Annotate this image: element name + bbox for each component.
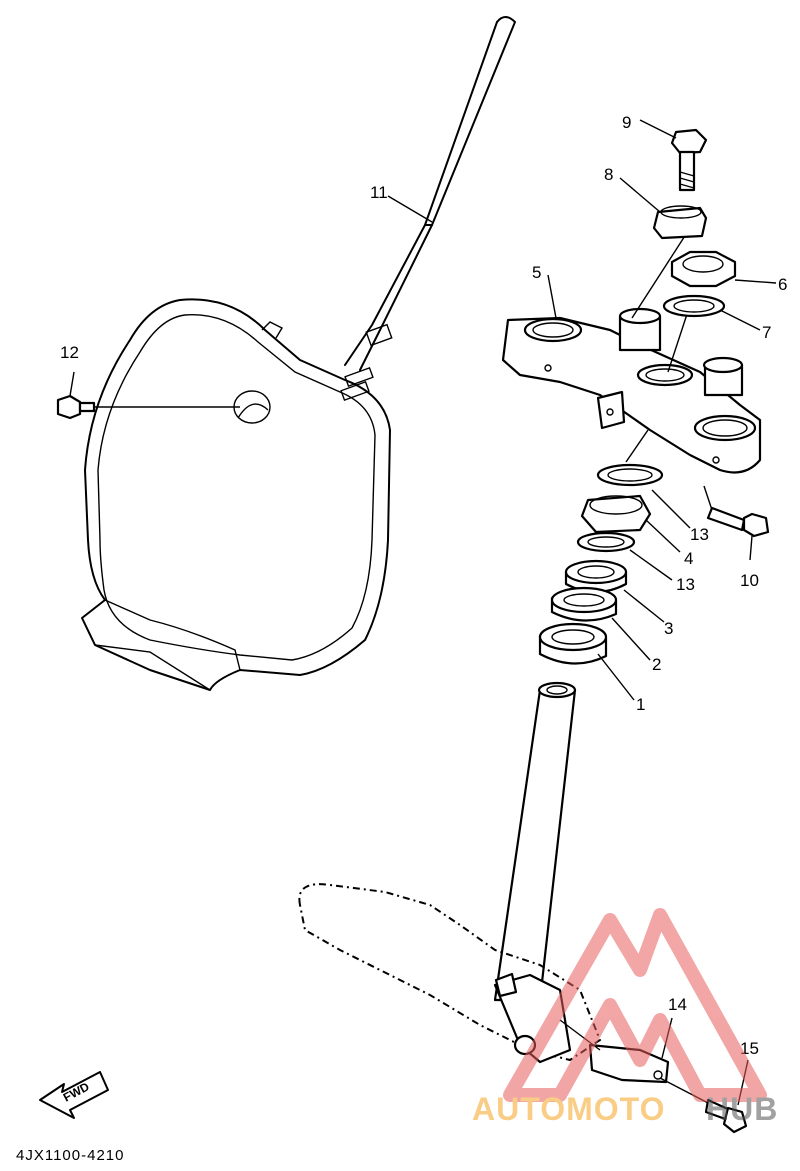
bolt-12 xyxy=(56,394,240,420)
bearing-2 xyxy=(550,586,618,622)
callout-3: 3 xyxy=(664,619,673,638)
callout-1: 1 xyxy=(636,695,645,714)
bearing-3 xyxy=(564,559,628,594)
seal-1 xyxy=(538,622,608,665)
diagram-code: 4JX1100-4210 xyxy=(16,1147,124,1164)
watermark-logo xyxy=(503,908,767,1102)
bolt-15 xyxy=(659,1077,748,1134)
callout-10: 10 xyxy=(740,571,759,590)
ring-13-upper xyxy=(596,463,664,487)
washer-7 xyxy=(662,294,726,318)
callout-12: 12 xyxy=(60,343,79,362)
axis-line-lower xyxy=(625,429,649,463)
callout-2: 2 xyxy=(652,655,661,674)
callout-9: 9 xyxy=(622,113,631,132)
bolt-10 xyxy=(703,485,770,538)
bolt-9 xyxy=(670,128,708,192)
ring-nut-4 xyxy=(580,494,652,534)
cap-8 xyxy=(652,205,708,240)
callout-14: 14 xyxy=(668,995,687,1014)
callout-4: 4 xyxy=(684,549,693,568)
watermark-text-b: HUB xyxy=(706,1091,778,1127)
leader-lines xyxy=(69,119,777,1106)
callout-5: 5 xyxy=(532,263,541,282)
nut-6 xyxy=(670,250,737,288)
watermark: AUTOMOTO HUB xyxy=(472,908,778,1127)
upper-bracket xyxy=(501,307,762,474)
callout-13-upper: 13 xyxy=(690,525,709,544)
callout-13-lower: 13 xyxy=(676,575,695,594)
lower-bracket xyxy=(298,883,602,1064)
axis-line-upper xyxy=(631,227,691,319)
callout-8: 8 xyxy=(604,165,613,184)
watermark-text-a: AUTOMOTO xyxy=(472,1091,665,1127)
fwd-arrow-icon: FWD xyxy=(39,1071,109,1119)
callout-6: 6 xyxy=(778,275,787,294)
callout-11: 11 xyxy=(370,183,388,202)
washer-13-lower xyxy=(576,531,636,553)
steering-stem xyxy=(493,681,577,1002)
number-plate xyxy=(81,16,516,691)
callout-7: 7 xyxy=(762,323,771,342)
